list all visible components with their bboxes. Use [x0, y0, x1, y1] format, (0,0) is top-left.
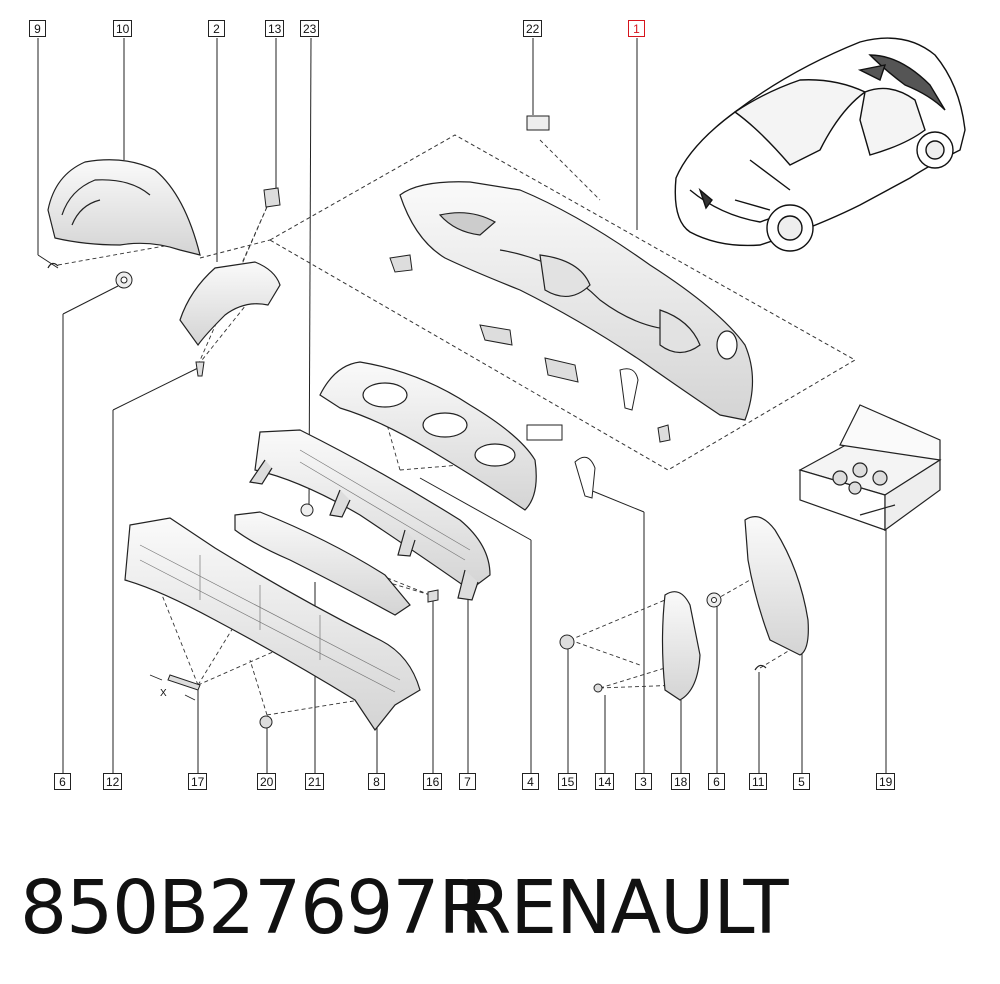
callout-13: 13	[265, 20, 285, 37]
part-3-pad	[526, 424, 563, 441]
assembly-dashed-outline	[199, 134, 857, 471]
part-3-cover	[574, 456, 596, 499]
part-12-screw	[195, 361, 205, 377]
callout-5: 5	[793, 773, 810, 790]
callout-3: 3	[635, 773, 652, 790]
callout-21: 21	[305, 773, 325, 790]
part-9-clip	[47, 262, 59, 269]
callout-6-right: 6	[708, 773, 725, 790]
part-11-clip	[754, 664, 767, 671]
part-15-clip	[559, 634, 575, 650]
part-13-clip	[263, 187, 281, 208]
callout-7: 7	[459, 773, 476, 790]
part-20-nut	[259, 715, 273, 729]
dimension-x	[149, 674, 196, 701]
callout-18: 18	[671, 773, 691, 790]
part-10-wheel-arch-liner	[47, 159, 201, 256]
dimension-x-label: X	[160, 688, 167, 699]
callout-9: 9	[29, 20, 46, 37]
part-19-fixing-kit-box	[798, 404, 942, 532]
callout-8: 8	[368, 773, 385, 790]
callout-15: 15	[558, 773, 578, 790]
part-2-side-bracket	[179, 261, 281, 347]
callout-6: 6	[54, 773, 71, 790]
exploded-parts-diagram: X 9 10 2 13 23 22 1 6 12 17 20 21 8	[29, 20, 966, 790]
part-16-clip	[427, 589, 439, 603]
callout-17: 17	[188, 773, 208, 790]
part-1-rear-bumper	[399, 181, 754, 421]
callout-19: 19	[876, 773, 896, 790]
part-6-washer-left	[115, 271, 133, 289]
callout-14: 14	[595, 773, 615, 790]
part-7-energy-absorber	[248, 429, 491, 601]
callout-23: 23	[300, 20, 320, 37]
part-18-bracket	[661, 591, 701, 701]
callout-1-highlighted: 1	[628, 20, 645, 37]
callout-20: 20	[257, 773, 277, 790]
part-5-wheel-arch-liner	[744, 516, 809, 656]
leader-lines	[37, 37, 887, 774]
callout-2: 2	[208, 20, 225, 37]
part-14-screw	[593, 683, 603, 693]
part-17-bolt	[167, 674, 201, 691]
callout-22: 22	[523, 20, 543, 37]
callout-4: 4	[522, 773, 539, 790]
callout-11: 11	[749, 773, 768, 790]
bumper-fixing-clips	[389, 254, 671, 443]
callout-12: 12	[103, 773, 123, 790]
car-illustration	[674, 37, 966, 252]
part-6-washer-right	[706, 592, 722, 608]
part-caption: 850B27697RRENAULT	[20, 858, 980, 958]
brand-name: RENAULT	[460, 865, 789, 951]
part-22-label-pad	[526, 115, 550, 131]
part-4-inner-bumper	[319, 361, 537, 511]
part-number: 850B27697R	[20, 865, 490, 951]
diagram-drawing: X	[37, 37, 966, 774]
callout-16: 16	[423, 773, 443, 790]
part-21-bracket	[234, 511, 411, 616]
part-23-washer	[300, 503, 314, 517]
part-8-bumper-beam	[124, 517, 421, 732]
callout-10: 10	[113, 20, 133, 37]
